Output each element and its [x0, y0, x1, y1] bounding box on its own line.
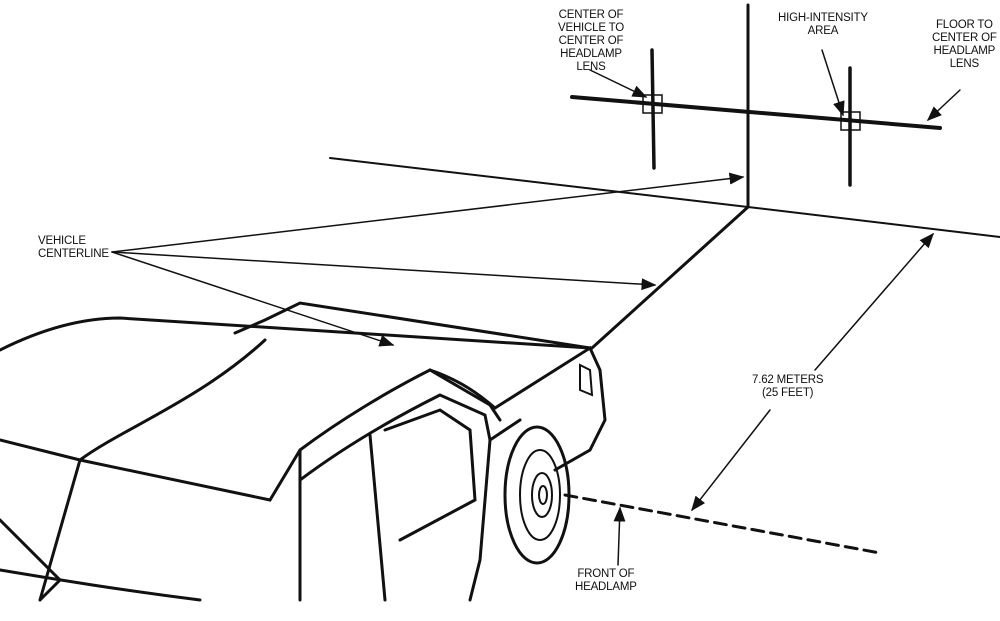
label-distance: 7.62 METERS (25 FEET) [752, 374, 824, 399]
vehicle-drawing [0, 301, 607, 602]
label-front-of-headlamp: FRONT OF HEADLAMP [575, 568, 637, 593]
floor-centerline [590, 205, 750, 350]
horizontal-headlamp-line [570, 95, 942, 130]
left-high-intensity-box [642, 94, 663, 114]
wall-base-line [329, 157, 749, 208]
front-of-headlamp-line [563, 493, 882, 555]
label-floor-to-headlamp: FLOOR TO CENTER OF HEADLAMP LENS [932, 19, 997, 70]
label-vehicle-centerline: VEHICLE CENTERLINE [38, 235, 109, 260]
floor-edge-line [747, 206, 1000, 238]
right-high-intensity-box [840, 111, 861, 131]
label-center-vehicle-to-headlamp: CENTER OF VEHICLE TO CENTER OF HEADLAMP … [558, 9, 624, 73]
left-vertical-line [650, 48, 656, 170]
label-high-intensity-area: HIGH-INTENSITY AREA [778, 12, 868, 37]
